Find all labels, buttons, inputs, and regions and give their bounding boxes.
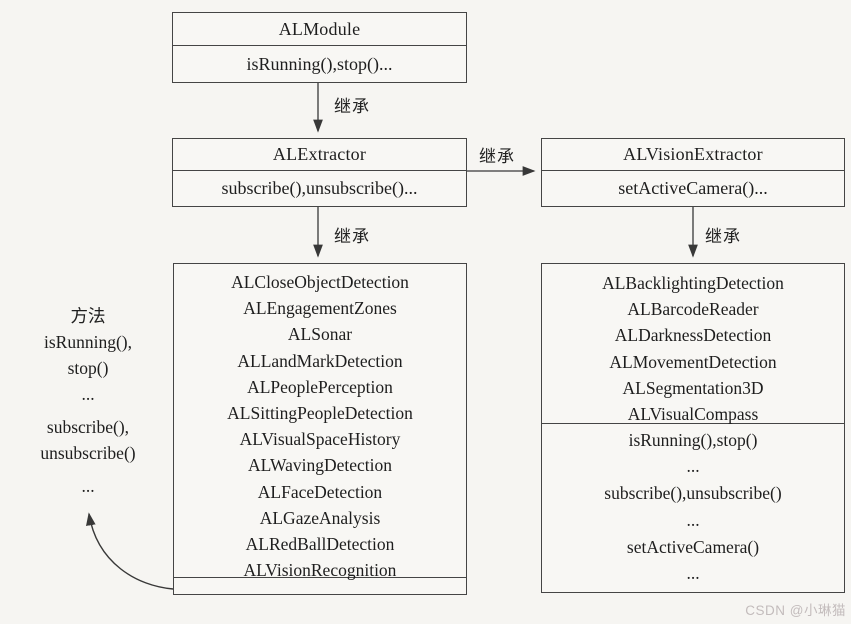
list-item: ALMovementDetection — [609, 351, 777, 372]
annotation-line: isRunning(), — [44, 332, 132, 352]
method-line: ... — [686, 563, 700, 584]
class-name-alextractor: ALExtractor — [173, 139, 466, 171]
list-item: ALVisualSpaceHistory — [239, 429, 401, 450]
class-methods-alvisionextractor: setActiveCamera()... — [618, 178, 768, 198]
list-item: ALGazeAnalysis — [259, 507, 381, 528]
class-methods-almodule: isRunning(),stop()... — [246, 53, 393, 74]
method-line: ... — [686, 509, 700, 530]
list-item: ALDarknessDetection — [614, 325, 772, 346]
method-line: setActiveCamera() — [626, 536, 760, 557]
class-box-alvisionextractor: ALVisionExtractor setActiveCamera()... — [541, 138, 845, 207]
methods-annotation: 方法 isRunning(), stop() ... subscribe(), … — [8, 303, 168, 499]
empty-methods-compartment — [174, 577, 466, 590]
list-item: ALVisionRecognition — [243, 560, 397, 581]
method-line: isRunning(),stop() — [628, 429, 758, 450]
method-line: ... — [686, 456, 700, 477]
list-item: ALRedBallDetection — [245, 534, 395, 555]
list-item: ALSonar — [287, 324, 353, 345]
alextractor-subclass-list: ALCloseObjectDetection ALEngagementZones… — [174, 264, 466, 580]
inherit-label-horizontal: 继承 — [479, 147, 515, 166]
list-item: ALFaceDetection — [257, 481, 383, 502]
csdn-watermark: CSDN @小琳猫 — [745, 603, 846, 618]
annotation-line: ... — [81, 384, 95, 404]
class-box-alextractor: ALExtractor subscribe(),unsubscribe()... — [172, 138, 467, 207]
alvisionextractor-subclass-methods: isRunning(),stop() ... subscribe(),unsub… — [542, 424, 844, 590]
inherit-label-right-branch: 继承 — [705, 227, 741, 246]
list-item: ALPeoplePerception — [247, 376, 393, 397]
class-box-alextractor-subclasses: ALCloseObjectDetection ALEngagementZones… — [173, 263, 467, 595]
inherit-label-top: 继承 — [334, 97, 370, 116]
class-box-alvisionextractor-subclasses: ALBacklightingDetection ALBarcodeReader … — [541, 263, 845, 593]
list-item: ALWavingDetection — [247, 455, 393, 476]
list-item: ALBarcodeReader — [627, 299, 759, 320]
list-item: ALSittingPeopleDetection — [227, 403, 413, 424]
class-box-almodule: ALModule isRunning(),stop()... — [172, 12, 467, 83]
class-name-almodule: ALModule — [173, 13, 466, 46]
list-item: ALSegmentation3D — [622, 377, 764, 398]
inherit-label-left-branch: 继承 — [334, 227, 370, 246]
list-item: ALBacklightingDetection — [602, 273, 784, 293]
list-item: ALLandMarkDetection — [237, 350, 403, 371]
curved-arrow-subclasses-to-methods-annotation — [86, 512, 174, 590]
annotation-title: 方法 — [70, 306, 106, 326]
class-methods-alextractor: subscribe(),unsubscribe()... — [221, 178, 418, 198]
alvisionextractor-subclass-list: ALBacklightingDetection ALBarcodeReader … — [542, 264, 844, 424]
annotation-line: subscribe(), — [46, 417, 130, 437]
method-line: subscribe(),unsubscribe() — [604, 483, 782, 504]
list-item: ALCloseObjectDetection — [231, 272, 409, 292]
list-item: ALEngagementZones — [243, 298, 397, 319]
annotation-line: ... — [81, 476, 95, 496]
class-name-alvisionextractor: ALVisionExtractor — [542, 139, 844, 171]
annotation-line: unsubscribe() — [40, 443, 136, 463]
annotation-line: stop() — [67, 358, 109, 378]
list-item: ALVisualCompass — [627, 404, 759, 425]
